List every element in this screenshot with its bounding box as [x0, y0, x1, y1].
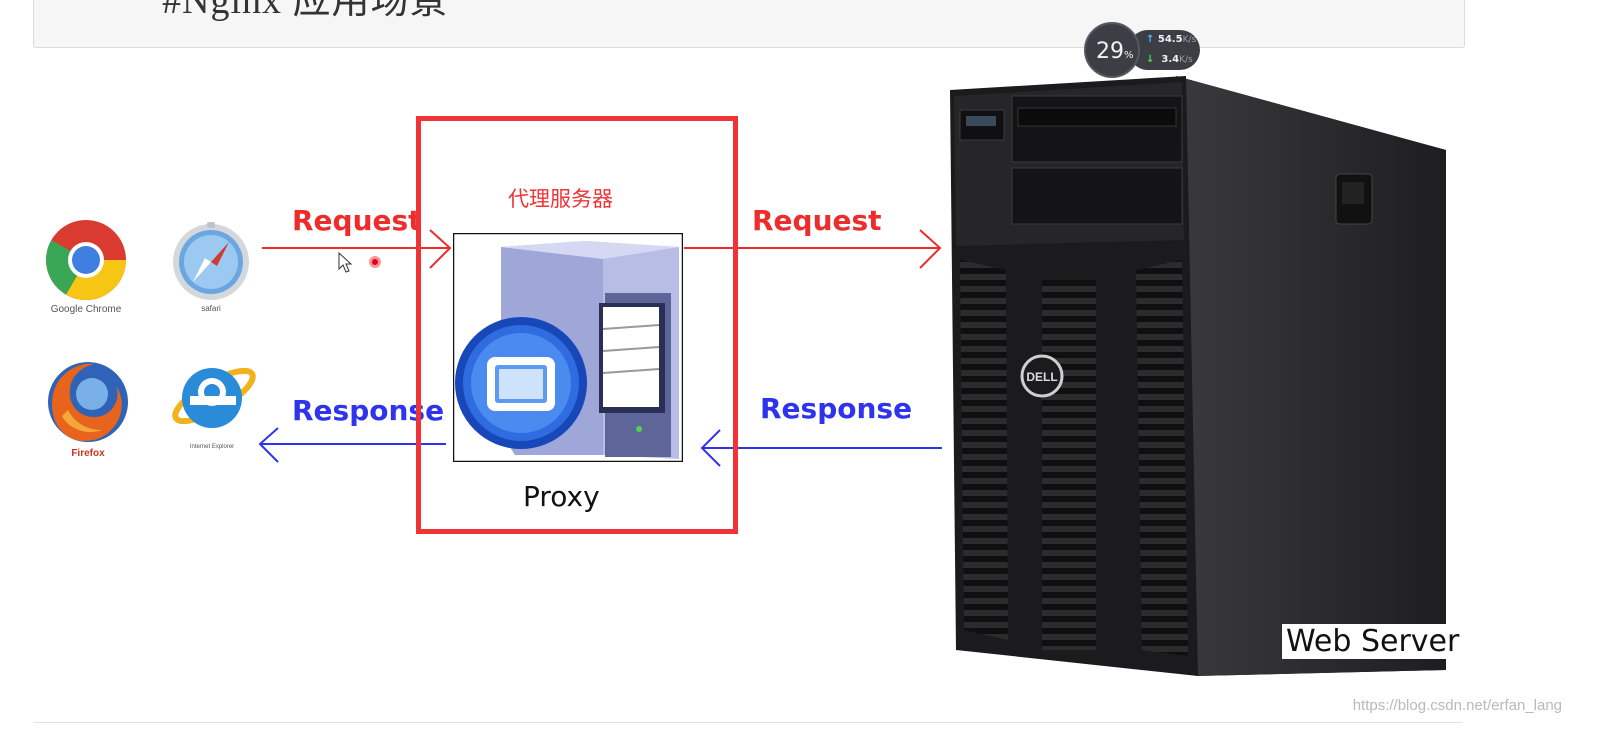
watermark: https://blog.csdn.net/erfan_lang — [1353, 697, 1562, 714]
download-speed: ↓ 3.4K/s — [1146, 54, 1193, 65]
right-response-arrow — [702, 430, 942, 466]
network-speed-widget[interactable]: 29% ↑ 54.5K/s ↓ 3.4K/s — [1084, 22, 1202, 78]
left-request-label: Request — [292, 204, 422, 237]
click-indicator-icon — [367, 254, 383, 270]
proxy-label: Proxy — [523, 480, 600, 513]
right-response-label: Response — [760, 392, 912, 425]
web-server-label: Web Server — [1282, 624, 1463, 659]
dell-logo: DELL — [1026, 370, 1057, 384]
mouse-cursor-icon — [338, 252, 354, 274]
upload-arrow-icon: ↑ — [1146, 34, 1154, 45]
cpu-usage-percent: 29% — [1096, 39, 1134, 64]
right-request-label: Request — [752, 204, 882, 237]
web-server-tower-icon: DELL — [946, 70, 1446, 680]
bottom-divider — [33, 722, 1463, 723]
cpu-usage-circle: 29% — [1084, 22, 1140, 78]
download-arrow-icon: ↓ — [1146, 54, 1154, 65]
proxy-title: 代理服务器 — [508, 183, 613, 213]
proxy-server-icon — [453, 233, 683, 462]
upload-speed: ↑ 54.5K/s — [1146, 34, 1196, 45]
